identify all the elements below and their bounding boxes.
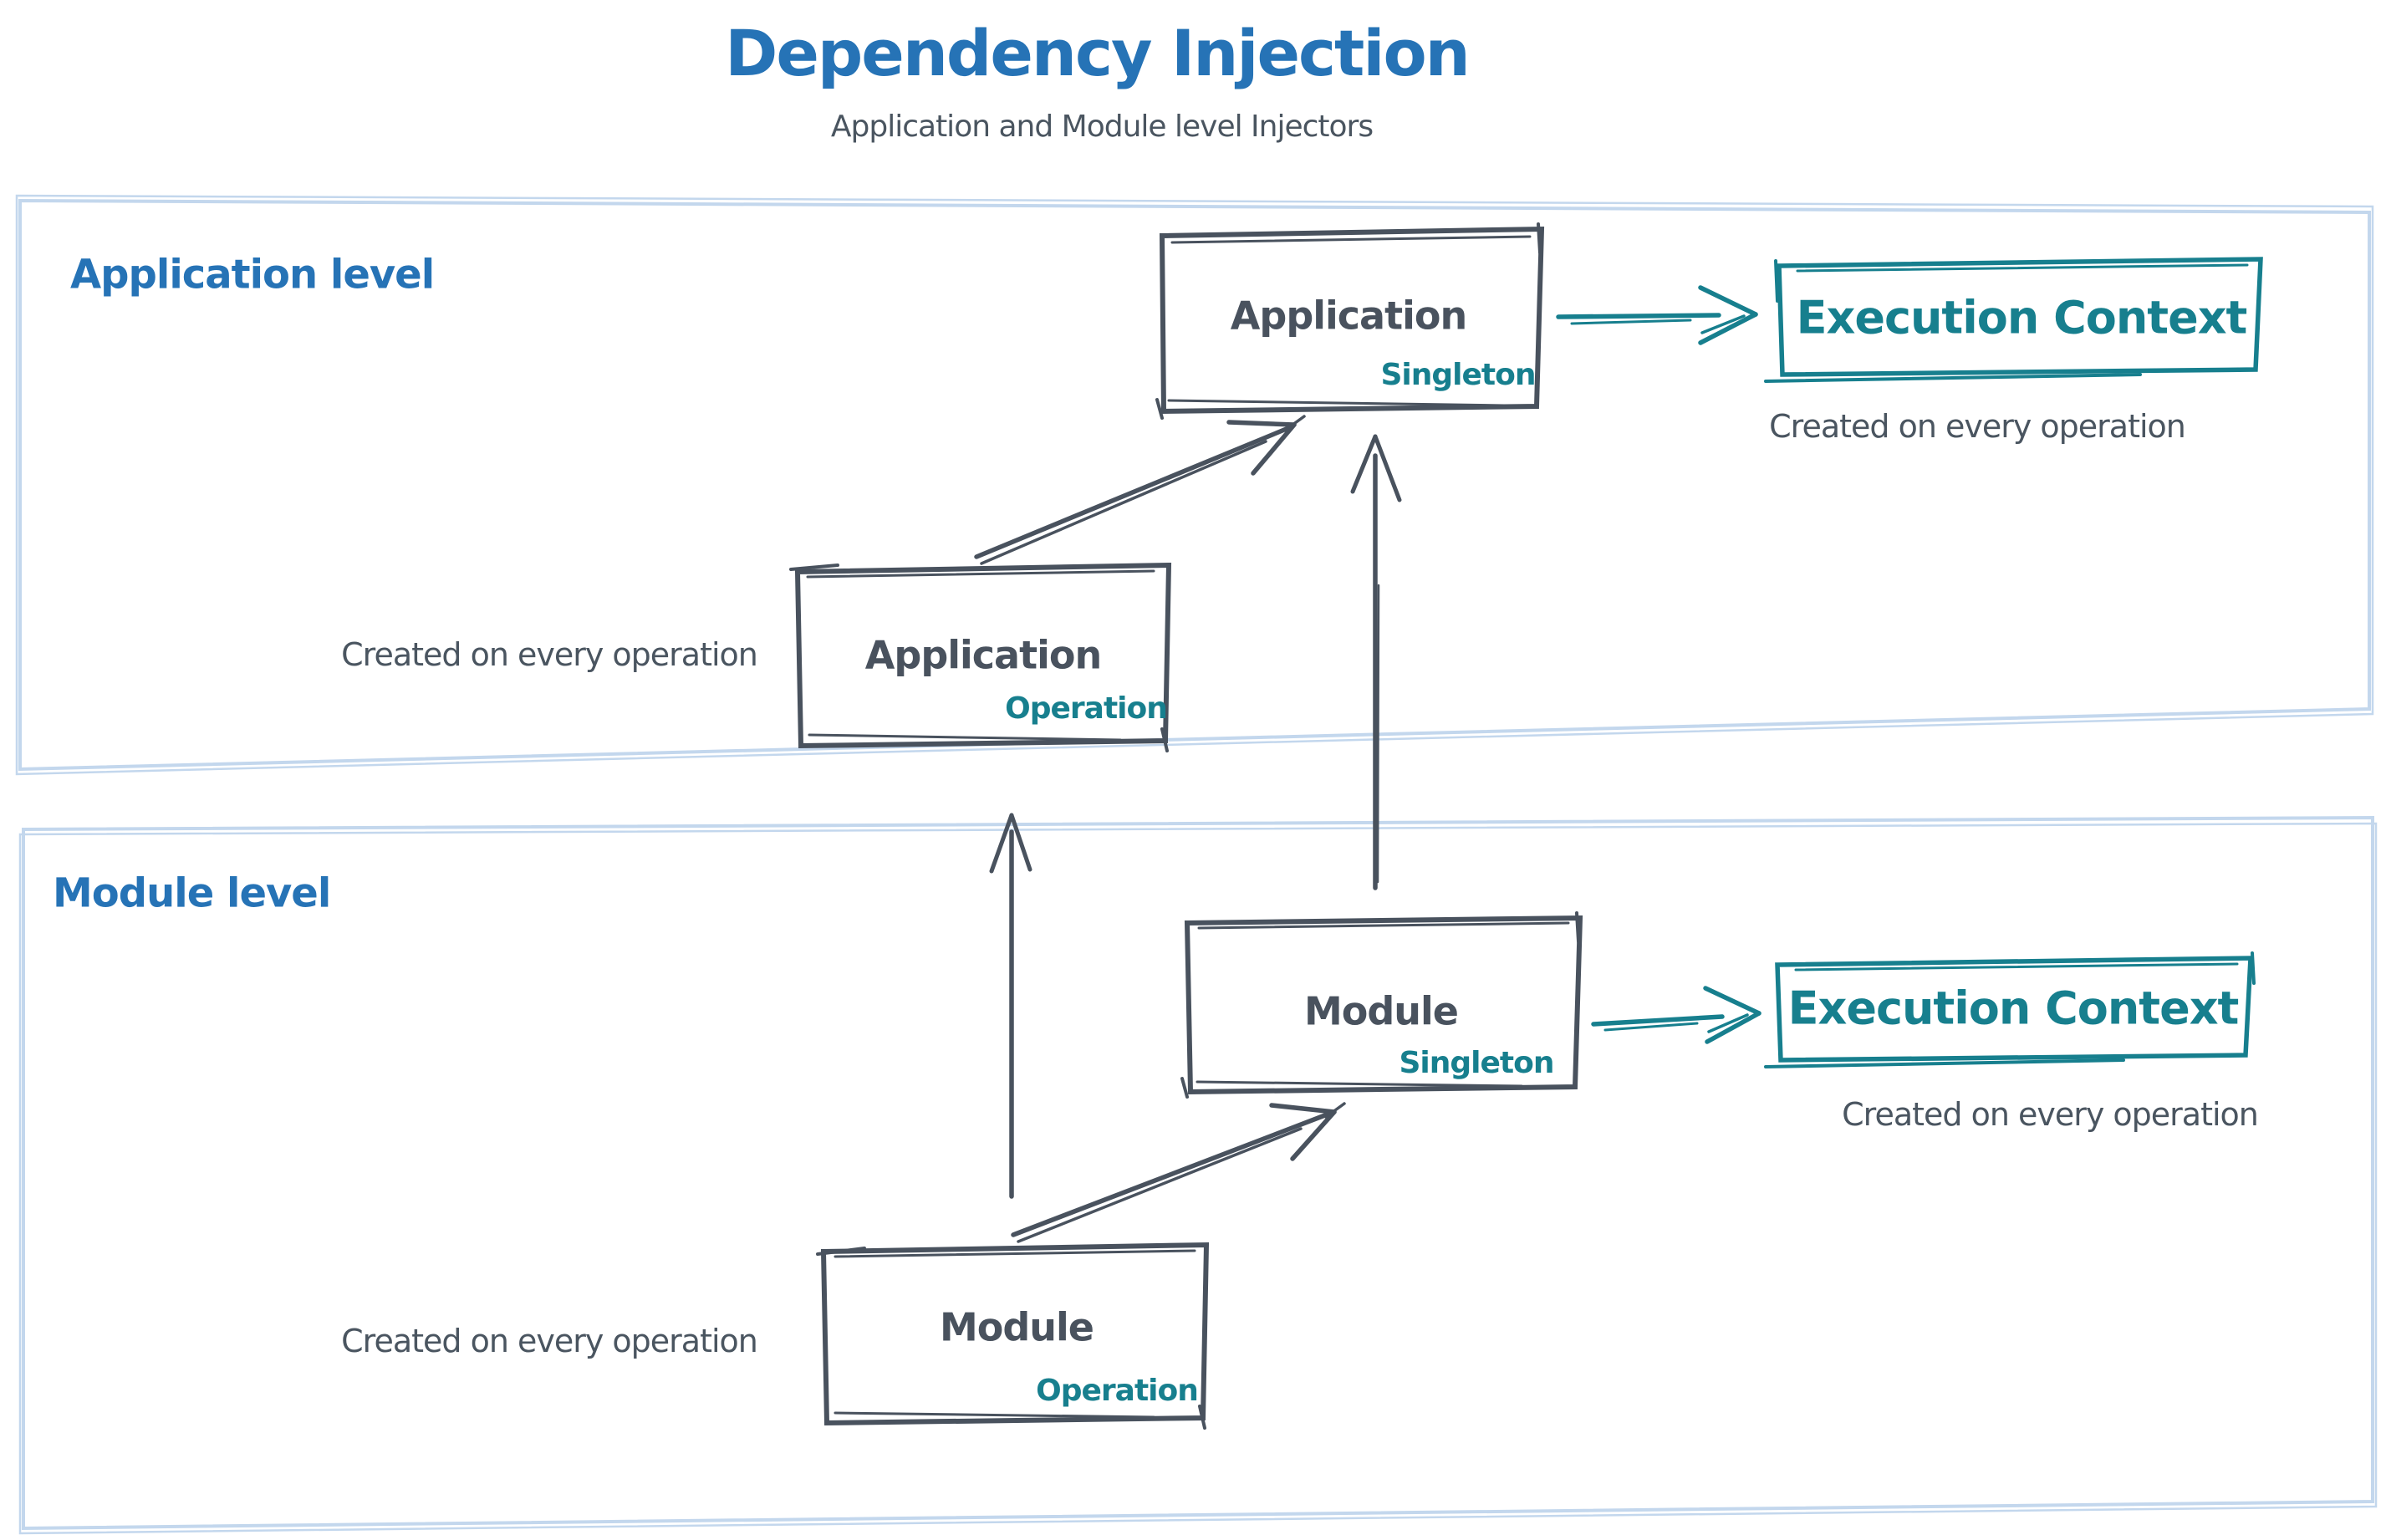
note-module-operation: Created on every operation (341, 1323, 758, 1360)
box-app-execution-context-outline (1764, 257, 2263, 383)
note-app-execution-context: Created on every operation (1769, 408, 2186, 446)
module-execution-context-title: Execution Context (1787, 982, 2240, 1035)
module-level-container (18, 815, 2378, 1535)
box-module-singleton-outline (1180, 911, 1583, 1099)
diagram-subtitle: Application and Module level Injectors (830, 110, 1374, 145)
box-module-singleton-tag: Singleton (1399, 1046, 1555, 1081)
module-level-label: Module level (53, 869, 331, 917)
box-module-operation-tag: Operation (1036, 1374, 1199, 1409)
diagram-title: Dependency Injection (725, 16, 1471, 91)
arrow-module-operation-to-module-singleton (1011, 1102, 1346, 1243)
box-module-operation-outline (816, 1242, 1210, 1430)
box-application-operation-outline (789, 562, 1172, 752)
note-app-operation: Created on every operation (341, 636, 758, 674)
box-module-execution-context-outline (1764, 951, 2256, 1068)
box-module-operation-title: Module (939, 1304, 1094, 1350)
box-application-singleton-outline (1155, 222, 1545, 420)
note-module-execution-context: Created on every operation (1842, 1096, 2259, 1134)
arrow-app-singleton-to-execution-context (1556, 285, 1758, 345)
app-execution-context-title: Execution Context (1796, 291, 2248, 344)
box-application-operation-tag: Operation (1005, 691, 1168, 727)
arrow-module-singleton-to-app-singleton (1350, 434, 1402, 890)
arrow-module-operation-to-app-operation (989, 813, 1032, 1199)
box-module-singleton-title: Module (1303, 988, 1459, 1034)
arrow-app-operation-to-app-singleton (974, 415, 1306, 565)
box-application-operation-title: Application (864, 632, 1102, 678)
application-level-label: Application level (70, 251, 435, 298)
application-level-container (15, 194, 2374, 776)
box-application-singleton-title: Application (1230, 293, 1467, 339)
box-application-singleton-tag: Singleton (1380, 358, 1537, 393)
arrow-module-singleton-to-execution-context (1591, 986, 1761, 1044)
